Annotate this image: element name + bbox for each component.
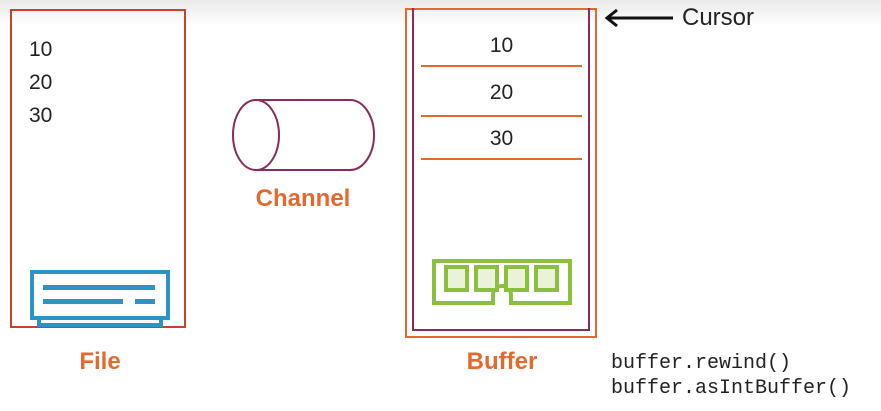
file-container: 10 20 30 — [10, 9, 186, 328]
buffer-slot: 20 — [489, 80, 514, 104]
code-line: buffer.asIntBuffer() — [611, 377, 852, 400]
memory-module-icon — [431, 258, 573, 311]
slot-divider — [421, 158, 582, 160]
buffer-inner-frame — [412, 8, 590, 331]
file-label: File — [79, 348, 121, 375]
buffer-slot: 10 — [489, 33, 514, 57]
slot-divider — [421, 115, 582, 117]
file-value: 10 — [29, 38, 53, 61]
cylinder-pipe-icon — [230, 97, 380, 178]
disk-drive-icon — [29, 269, 171, 332]
buffer-slot: 30 — [489, 126, 514, 150]
channel-label: Channel — [255, 185, 351, 212]
file-value: 30 — [29, 104, 53, 127]
left-arrow-icon — [603, 8, 675, 33]
buffer-label: Buffer — [466, 348, 538, 375]
code-line: buffer.rewind() — [611, 352, 792, 375]
top-shade — [0, 0, 881, 26]
code-snippet: buffer.rewind() buffer.asIntBuffer() — [611, 351, 851, 401]
file-values: 10 20 30 — [29, 33, 52, 132]
slot-divider — [421, 65, 582, 67]
file-value: 20 — [29, 71, 53, 94]
cursor-label: Cursor — [682, 4, 755, 31]
buffer-container — [405, 8, 597, 338]
